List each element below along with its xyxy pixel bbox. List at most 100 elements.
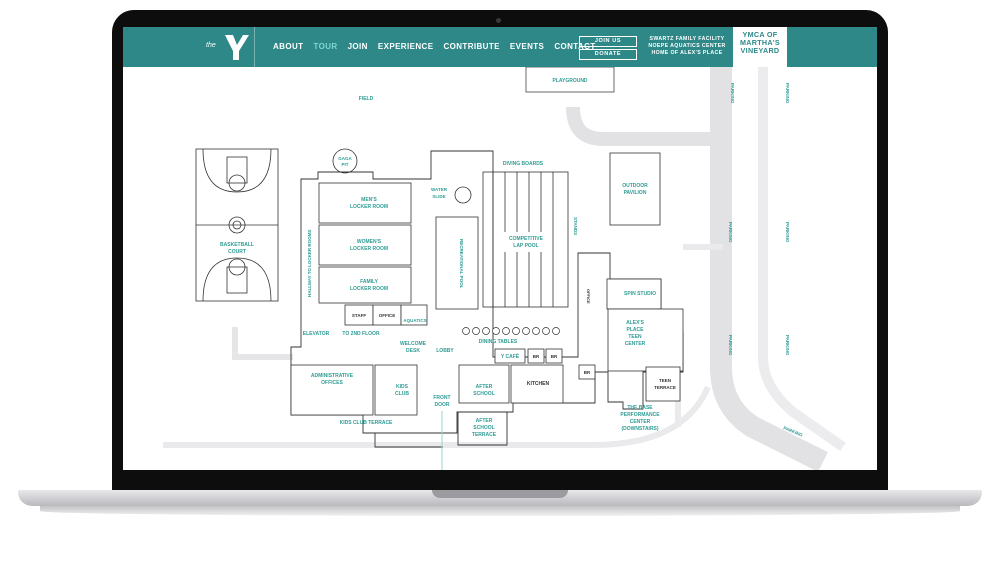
label-alexs-1: ALEX'S xyxy=(626,320,645,326)
label-kids-club-2: CLUB xyxy=(395,391,409,397)
label-elevator: ELEVATOR xyxy=(303,331,330,337)
label-welcome-1: WELCOME xyxy=(400,341,427,347)
camera-dot xyxy=(496,18,501,23)
label-kids-club-1: KIDS xyxy=(396,384,409,390)
join-us-button[interactable]: JOIN US xyxy=(579,36,637,47)
label-front-door-1: FRONT xyxy=(433,395,450,401)
label-playground: PLAYGROUND xyxy=(552,78,587,84)
label-basketball-2: COURT xyxy=(228,249,246,255)
menu-join[interactable]: JOIN xyxy=(347,42,368,51)
label-kitchen: KITCHEN xyxy=(527,381,550,387)
ymca-y-logo-icon[interactable] xyxy=(203,33,251,61)
staff-offices xyxy=(344,304,428,326)
menu-contribute[interactable]: CONTRIBUTE xyxy=(443,42,500,51)
cafe-restrooms xyxy=(494,348,596,380)
road-left-path xyxy=(232,327,293,360)
label-competitive-2: LAP POOL xyxy=(513,243,538,249)
label-mens-1: MEN'S xyxy=(361,197,377,203)
brand-line-3: VINEYARD xyxy=(740,46,780,55)
menu-experience[interactable]: EXPERIENCE xyxy=(377,42,434,51)
label-admin-1: ADMINISTRATIVE xyxy=(311,373,354,379)
label-parking-3: PARKING xyxy=(728,222,733,243)
road-right-vertical xyxy=(758,67,846,452)
label-aquatics: AQUATICS xyxy=(403,318,426,323)
locker-rooms xyxy=(318,182,412,304)
label-ast-3: TERRACE xyxy=(472,432,497,438)
label-to-2nd-floor: TO 2ND FLOOR xyxy=(342,331,380,337)
label-family-2: LOCKER ROOM xyxy=(350,286,388,292)
alexs-place xyxy=(607,308,684,372)
road-top-loop xyxy=(566,106,713,146)
label-ast-2: SCHOOL xyxy=(473,425,494,431)
label-br-3: BR xyxy=(584,370,591,375)
label-pavilion-1: OUTDOOR xyxy=(622,183,648,189)
gaga-pit xyxy=(332,148,358,174)
spin-studio xyxy=(606,278,662,310)
facility-line-2: NOEPE AQUATICS CENTER xyxy=(648,43,726,50)
label-y-cafe: Y CAFÉ xyxy=(501,352,520,360)
label-ast-1: AFTER xyxy=(476,418,493,424)
donate-button[interactable]: DONATE xyxy=(579,49,637,60)
facility-map: PLAYGROUND FIELD PARKING PARKING PARKING… xyxy=(163,67,846,470)
label-base-4: (DOWNSTAIRS) xyxy=(621,426,658,432)
brand-name: YMCA OF MARTHA'S VINEYARD xyxy=(733,31,787,55)
label-office-2: OFFICE xyxy=(379,313,396,318)
menu-about[interactable]: ABOUT xyxy=(273,42,304,51)
brand-line-2: MARTHA'S xyxy=(739,38,781,47)
lower-rooms xyxy=(290,364,564,416)
label-br-1: BR xyxy=(533,354,540,359)
label-spin-studio: SPIN STUDIO xyxy=(624,291,656,297)
label-field: FIELD xyxy=(359,96,374,102)
label-base-3: CENTER xyxy=(630,419,651,425)
label-diving-boards: DIVING BOARDS xyxy=(503,161,544,167)
label-hallway: HALLWAY TO LOCKER ROOMS xyxy=(307,230,312,297)
label-parking-4: PARKING xyxy=(785,222,790,243)
label-competitive-1: COMPETITIVE xyxy=(509,236,544,242)
label-parking-1: PARKING xyxy=(730,83,735,104)
label-front-door-2: DOOR xyxy=(435,402,450,408)
playground-area xyxy=(525,67,615,93)
laptop-chin xyxy=(112,470,888,490)
water-slide xyxy=(454,186,472,204)
facility-line-1: SWARTZ FAMILY FACILITY xyxy=(649,36,725,42)
basketball-court xyxy=(195,148,279,302)
label-base-2: PERFORMANCE xyxy=(620,412,660,418)
menu-events[interactable]: EVENTS xyxy=(509,42,545,51)
menu-contact[interactable]: CONTACT xyxy=(554,42,596,51)
top-nav: the ABOUT TOUR JOIN EXPERIENCE CONTRIBUT… xyxy=(123,27,877,67)
label-after-school-1: AFTER xyxy=(476,384,493,390)
road-main-vertical xyxy=(710,67,828,470)
label-parking-2: PARKING xyxy=(785,83,790,104)
label-teen-terrace-2: TERRACE xyxy=(654,385,676,390)
facility-line-3: HOME OF ALEX'S PLACE xyxy=(651,50,723,57)
nav-buttons: JOIN US DONATE xyxy=(579,36,637,62)
label-water-slide-2: SLIDE xyxy=(432,194,445,199)
label-parking-6: PARKING xyxy=(785,335,790,356)
label-gaga-2: PIT xyxy=(341,162,348,167)
label-gaga-1: GAGA xyxy=(338,156,352,161)
brand-box[interactable]: YMCA OF MARTHA'S VINEYARD xyxy=(733,27,787,67)
label-alexs-4: CENTER xyxy=(625,341,646,347)
label-staff: STAFF xyxy=(352,313,366,318)
road-bottom xyxy=(163,385,711,448)
label-womens-2: LOCKER ROOM xyxy=(350,246,388,252)
menu-tour[interactable]: TOUR xyxy=(313,42,338,51)
label-after-school-2: SCHOOL xyxy=(473,391,494,397)
label-kids-terrace: KIDS CLUB TERRACE xyxy=(340,420,393,426)
brand-line-1: YMCA OF xyxy=(742,30,778,39)
laptop-base xyxy=(18,490,982,506)
facility-names: SWARTZ FAMILY FACILITY NOEPE AQUATICS CE… xyxy=(643,36,731,58)
label-womens-1: WOMEN'S xyxy=(357,239,382,245)
competitive-label-bg xyxy=(501,232,551,252)
label-br-2: BR xyxy=(551,354,558,359)
screen: the ABOUT TOUR JOIN EXPERIENCE CONTRIBUT… xyxy=(123,27,877,470)
label-water-slide-1: WATER xyxy=(431,187,448,192)
teen-terrace xyxy=(645,366,681,402)
recreational-pool xyxy=(435,216,479,310)
label-dining-tables: DINING TABLES xyxy=(479,339,518,345)
label-base-1: THE BASE xyxy=(627,405,653,411)
outdoor-pavilion xyxy=(609,152,661,226)
laptop-notch xyxy=(432,490,568,498)
label-alexs-2: PLACE xyxy=(627,327,645,333)
logo-the-text: the xyxy=(206,42,216,49)
